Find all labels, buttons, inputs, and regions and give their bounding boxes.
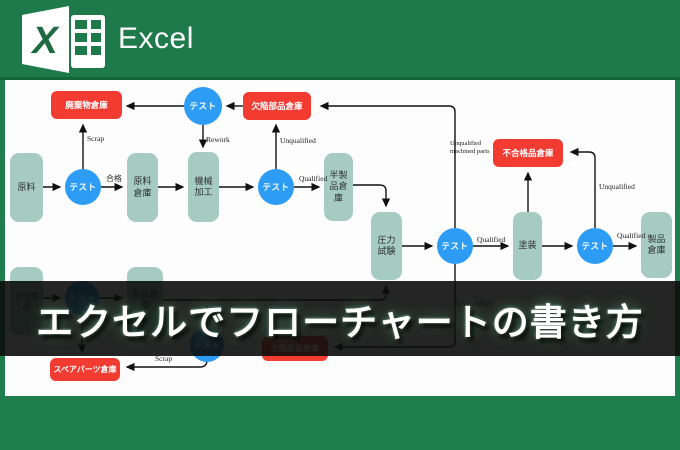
edge-unqualified-machined (319, 101, 456, 228)
excel-logo-letter: X (30, 20, 60, 62)
node-test-1: テスト (65, 169, 101, 205)
node-defective-parts-warehouse-top: 欠陥部品倉庫 (243, 92, 311, 120)
node-waste-warehouse: 廃棄物倉庫 (51, 91, 122, 119)
node-product-warehouse: 製品倉庫 (641, 212, 672, 278)
node-test-3: テスト (184, 87, 222, 125)
node-rejected-products-warehouse: 不合格品倉庫 (493, 139, 563, 167)
edge-label-scrap-bottom: Scrap (155, 354, 173, 363)
excel-header-bar: X Excel (0, 0, 680, 80)
excel-logo-icon: X (14, 4, 106, 74)
edge-label-rework: Rework (206, 135, 230, 144)
node-spare-parts-warehouse: スペアパーツ倉庫 (50, 358, 120, 381)
node-raw-material-warehouse: 原料倉庫 (127, 153, 158, 222)
node-machining: 機械加工 (188, 152, 219, 222)
node-pressure-test: 圧力試験 (371, 212, 402, 280)
node-painting: 塗装 (513, 212, 542, 280)
banner-title: エクセルでフローチャートの書き方 (36, 301, 644, 343)
edge-label-unqualified-paint-line: Unqualified (599, 182, 635, 191)
title-banner: エクセルでフローチャートの書き方 (0, 281, 680, 356)
edge-label-unqualified-top: Unqualified (280, 136, 316, 145)
edge-label-scrap-top: Scrap (87, 134, 105, 143)
node-test-2: テスト (258, 169, 294, 205)
edge-unqualified-to-rejectedwh (569, 147, 596, 228)
edge-label-qualified-product: Qualified (617, 231, 646, 240)
excel-logo-graphic: X (22, 5, 105, 73)
edge-semiwh-to-pressure (353, 184, 391, 208)
app-title: Excel (118, 21, 194, 55)
edge-label-qualified-paint: Qualified (477, 235, 506, 244)
node-test-5: テスト (577, 228, 613, 264)
edge-label-pass: 合格 (106, 174, 122, 183)
edge-label-qualified-semi: Qualified (299, 174, 328, 183)
node-raw-material: 原料 (10, 153, 43, 222)
node-semi-finished-warehouse: 半製品倉庫 (324, 153, 353, 221)
node-test-4: テスト (437, 228, 473, 264)
edge-label-unqualified-machined: Unqualified machined parts (450, 140, 490, 155)
